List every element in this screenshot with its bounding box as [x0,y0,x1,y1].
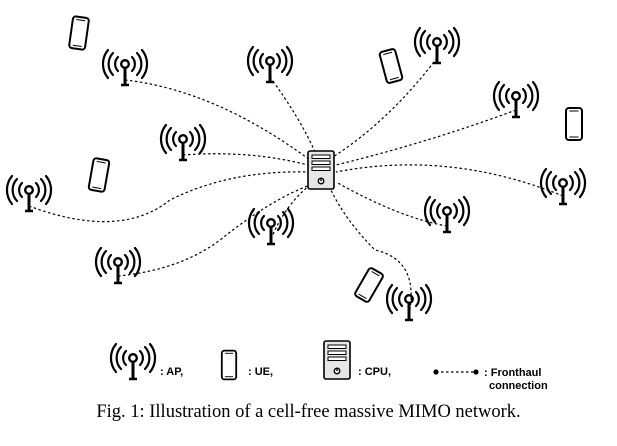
fronthaul-link [270,184,311,240]
ue-smartphone-icon [565,107,583,141]
fronthaul-link [28,171,309,223]
ue-smartphone-icon [353,266,385,304]
ap-antenna-icon [492,80,540,119]
ap-antenna-icon [159,123,207,162]
ue-smartphone-icon [87,156,111,194]
legend-ue-icon [220,349,238,381]
legend-cpu-icon [323,340,351,380]
cpu-server-icon [307,150,335,190]
ap-antenna-icon [539,167,587,206]
ue-smartphone-icon [378,47,404,85]
legend-fronthaul-label: : Fronthaul [484,367,541,379]
legend-ap-label: : AP, [160,366,183,378]
fronthaul-link [117,184,311,277]
ap-antenna-icon [423,195,471,234]
legend-ap-icon [109,342,157,381]
ap-antenna-icon [5,174,53,213]
legend-fronthaul-label-line2: connection [489,380,548,392]
ap-antenna-icon [413,26,461,65]
ue-smartphone-icon [67,15,91,51]
cpu-node [307,150,335,190]
ap-antenna-icon [94,246,142,285]
ap-antenna-icon [385,283,433,322]
ap-antenna-icon [101,48,149,87]
figure-caption: Fig. 1: Illustration of a cell-free mass… [96,402,521,422]
legend-ue-label: : UE, [248,366,273,378]
fronthaul-link [182,153,309,166]
fronthaul-link [124,79,311,161]
fronthaul-link [269,76,316,153]
legend-cpu-label: : CPU, [358,366,391,378]
legend: : AP, : UE, : CPU, : Fronthaul connectio… [109,340,548,392]
ap-antenna-icon [247,207,295,246]
legend-fronthaul-icon [433,369,479,375]
fronthaul-link [335,181,448,227]
fronthaul-link [335,164,564,197]
fronthaul-link [335,109,517,166]
ap-antenna-icon [246,45,294,84]
fronthaul-links [28,57,564,316]
